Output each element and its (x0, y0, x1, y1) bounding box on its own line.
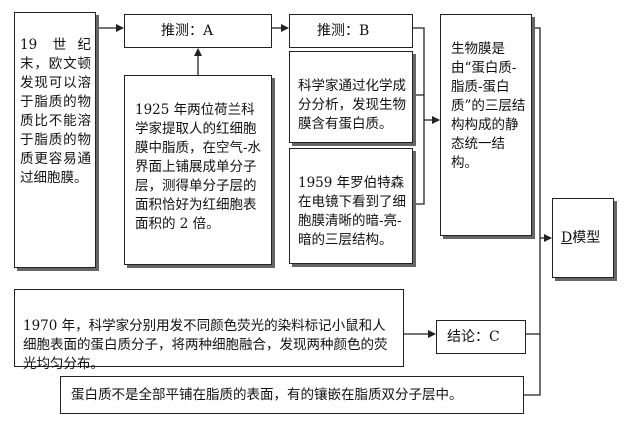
text-inference-a: 推测：A (161, 23, 214, 39)
box-inference-a: 推测：A (124, 14, 272, 48)
line-protein-to-d (524, 334, 541, 396)
text-model-d-label: D (561, 230, 573, 246)
box-static-membrane-model: 生物膜是由“蛋白质-脂质-蛋白质”的三层结构构成的静态统一结构。 (440, 14, 532, 236)
text-inference-b: 推测：B (317, 23, 370, 39)
text-static-membrane-model: 生物膜是由“蛋白质-脂质-蛋白质”的三层结构构成的静态统一结构。 (451, 41, 526, 171)
box-model-d: D模型 (552, 198, 614, 278)
box-inference-b: 推测：B (289, 14, 413, 48)
text-model-d-suffix: 模型 (572, 230, 601, 246)
box-robertson-1959: 1959 年罗伯特森在电镜下看到了细胞膜清晰的暗-亮-暗的三层结构。 (289, 148, 413, 264)
box-experiment-1925: 1925 年两位荷兰科学家提取人的红细胞膜中脂质，在空气-水界面上铺展成单分子层… (124, 75, 272, 265)
text-conclusion-c: 结论：C (447, 329, 500, 345)
box-19th-century-observation: 19 世纪末，欧文顿发现可以溶于脂质的物质比不能溶于脂质的物质更容易通过细胞膜。 (14, 12, 96, 268)
text-experiment-1925: 1925 年两位荷兰科学家提取人的红细胞膜中脂质，在空气-水界面上铺展成单分子层… (135, 102, 262, 232)
text-experiment-1970: 1970 年，科学家分别用发不同颜色荧光的染料标记小鼠和人细胞表面的蛋白质分子，… (23, 318, 388, 372)
text-19th-century-observation: 19 世纪末，欧文顿发现可以溶于脂质的物质比不能溶于脂质的物质更容易通过细胞膜。 (20, 37, 91, 186)
text-protein-distribution: 蛋白质不是全部平铺在脂质的表面，有的镶嵌在脂质双分子层中。 (71, 387, 463, 403)
text-robertson-1959: 1959 年罗伯特森在电镜下看到了细胞膜清晰的暗-亮-暗的三层结构。 (298, 175, 406, 248)
line-c-to-d (526, 238, 541, 335)
line-static-to-d (532, 27, 541, 238)
box-protein-distribution: 蛋白质不是全部平铺在脂质的表面，有的镶嵌在脂质双分子层中。 (60, 376, 524, 414)
box-conclusion-c: 结论：C (436, 320, 526, 354)
box-experiment-1970: 1970 年，科学家分别用发不同颜色荧光的染料标记小鼠和人细胞表面的蛋白质分子，… (14, 289, 404, 372)
box-chemical-analysis: 科学家通过化学成分分析，发现生物膜含有蛋白质。 (289, 51, 413, 143)
bracket-right (413, 27, 425, 205)
text-chemical-analysis: 科学家通过化学成分分析，发现生物膜含有蛋白质。 (298, 78, 406, 132)
